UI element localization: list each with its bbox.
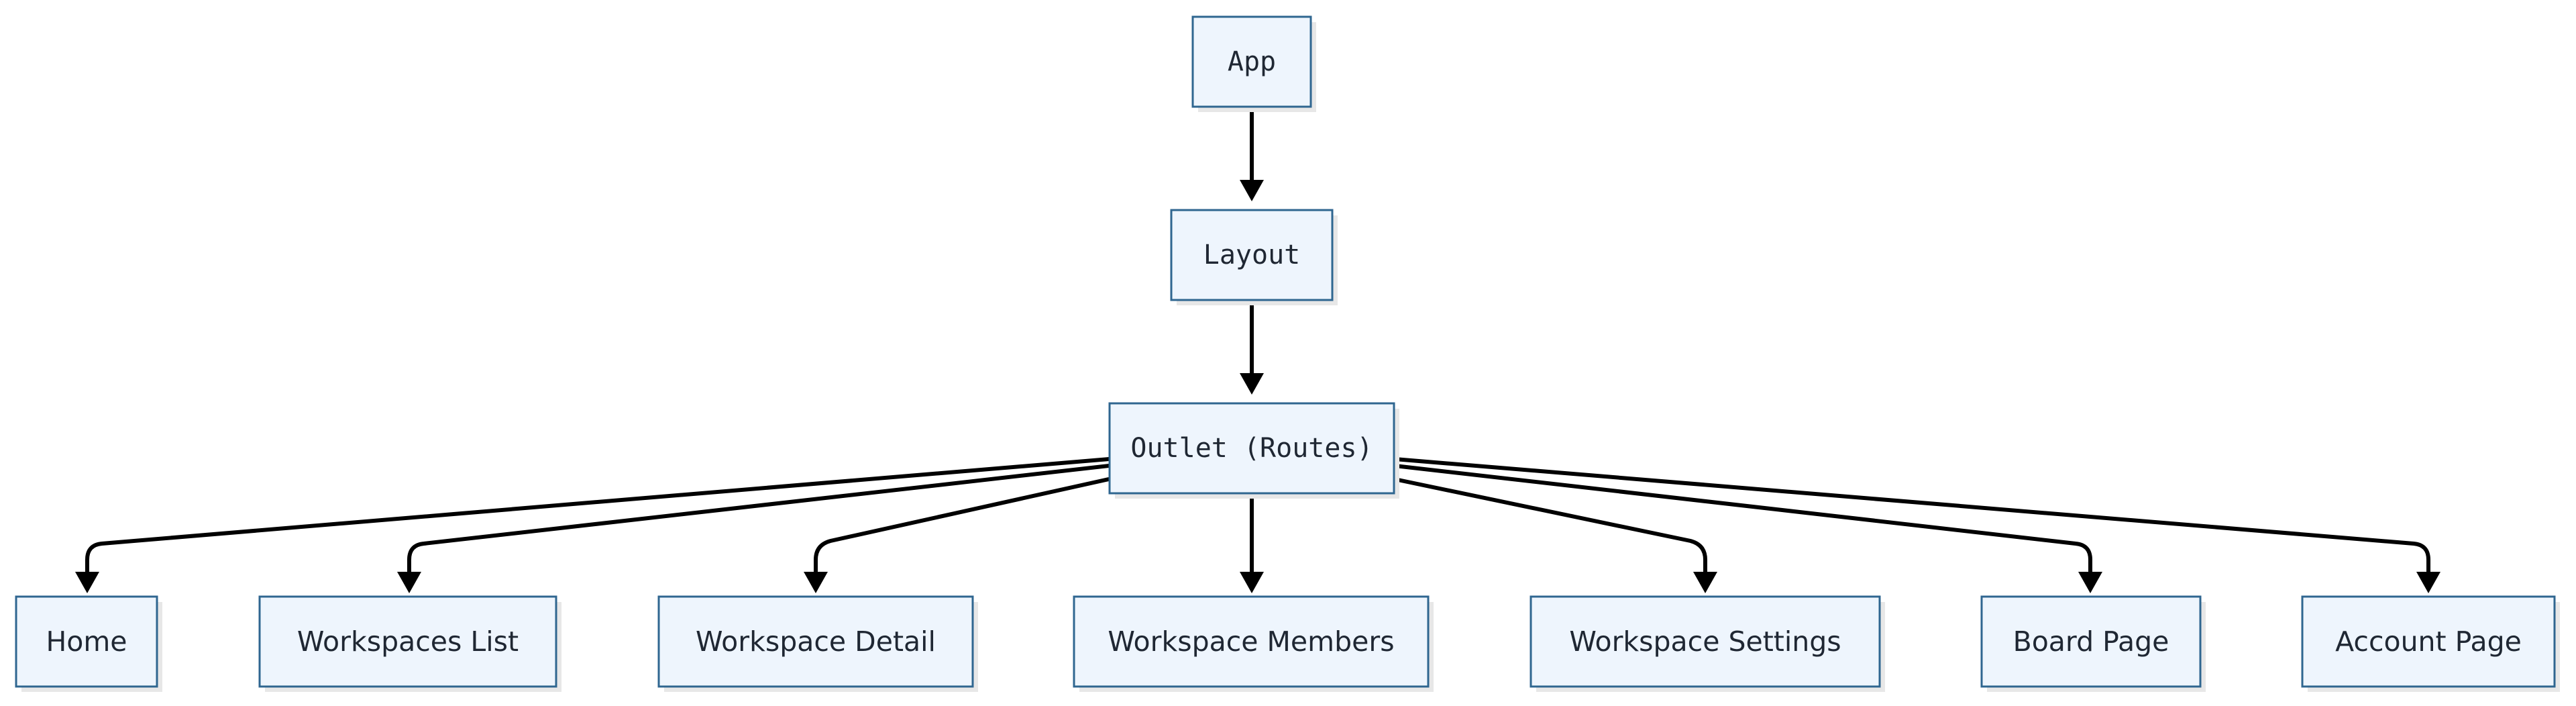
edge-outlet-workspace-settings	[1393, 477, 1717, 593]
node-home-label: Home	[46, 625, 127, 658]
node-workspace-members-label: Workspace Members	[1108, 625, 1394, 658]
edge-outlet-account-page	[1393, 457, 2440, 593]
node-workspaces-list: Workspaces List	[258, 595, 561, 692]
edge-outlet-home	[75, 457, 1111, 593]
edge-outlet-workspace-members	[1240, 493, 1264, 593]
node-workspaces-list-label: Workspaces List	[297, 625, 519, 658]
node-home: Home	[15, 595, 162, 692]
node-layout-label: Layout	[1203, 240, 1301, 270]
node-board-page: Board Page	[1980, 595, 2206, 692]
node-account-page-label: Account Page	[2335, 625, 2522, 658]
node-board-page-label: Board Page	[2013, 625, 2169, 658]
edge-layout-outlet	[1240, 300, 1264, 395]
node-workspace-detail: Workspace Detail	[657, 595, 978, 692]
node-outlet: Outlet (Routes)	[1108, 402, 1399, 499]
edges	[75, 107, 2440, 593]
node-workspace-members: Workspace Members	[1073, 595, 1434, 692]
node-app-label: App	[1228, 46, 1276, 77]
nodes: App Layout Outlet (Routes) Home Workspac…	[15, 15, 2560, 692]
edge-outlet-workspace-detail	[804, 477, 1111, 593]
node-layout: Layout	[1170, 209, 1338, 305]
edge-outlet-board-page	[1393, 464, 2102, 593]
node-workspace-settings: Workspace Settings	[1529, 595, 1885, 692]
edge-outlet-workspaces-list	[397, 464, 1111, 593]
node-outlet-label: Outlet (Routes)	[1130, 433, 1373, 464]
node-workspace-settings-label: Workspace Settings	[1569, 625, 1841, 658]
edge-app-layout	[1240, 107, 1264, 201]
node-app: App	[1191, 15, 1316, 112]
node-workspace-detail-label: Workspace Detail	[696, 625, 936, 658]
node-account-page: Account Page	[2301, 595, 2560, 692]
